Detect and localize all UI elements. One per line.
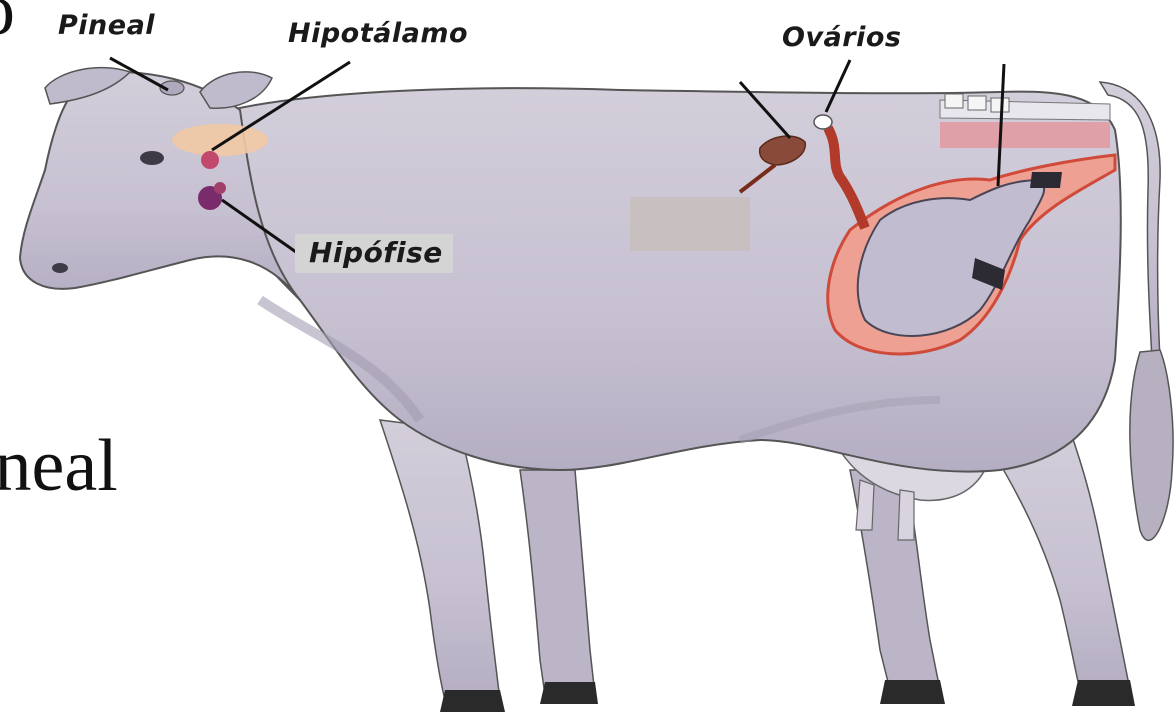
teat	[898, 490, 914, 540]
front-leg-near	[380, 420, 500, 700]
tail-tuft	[1130, 350, 1173, 540]
fetus-leg	[1030, 172, 1062, 188]
hoof	[880, 680, 945, 704]
blank-label-box	[630, 197, 750, 251]
hypothalamus	[201, 151, 219, 169]
cow-eye	[140, 151, 164, 165]
label-hipotalamo: Hipotálamo	[288, 18, 468, 49]
hoof	[440, 690, 505, 712]
ear	[200, 72, 272, 108]
hypothalamus-area	[172, 124, 268, 156]
cut-off-text-top: o	[0, 0, 15, 53]
label-hipofise: Hipófise	[295, 234, 453, 273]
vertebrae	[940, 100, 1110, 120]
label-pineal: Pineal	[58, 10, 155, 41]
front-leg-far	[520, 470, 595, 695]
spine-band	[940, 122, 1110, 148]
cow-nostril	[52, 263, 68, 273]
hoof	[1072, 680, 1135, 706]
label-ovarios: Ovários	[782, 22, 901, 53]
hypophysis-lobe	[214, 182, 226, 194]
ovary	[814, 115, 832, 129]
cut-off-text-middle: ineal	[0, 424, 118, 509]
hoof	[540, 682, 598, 704]
